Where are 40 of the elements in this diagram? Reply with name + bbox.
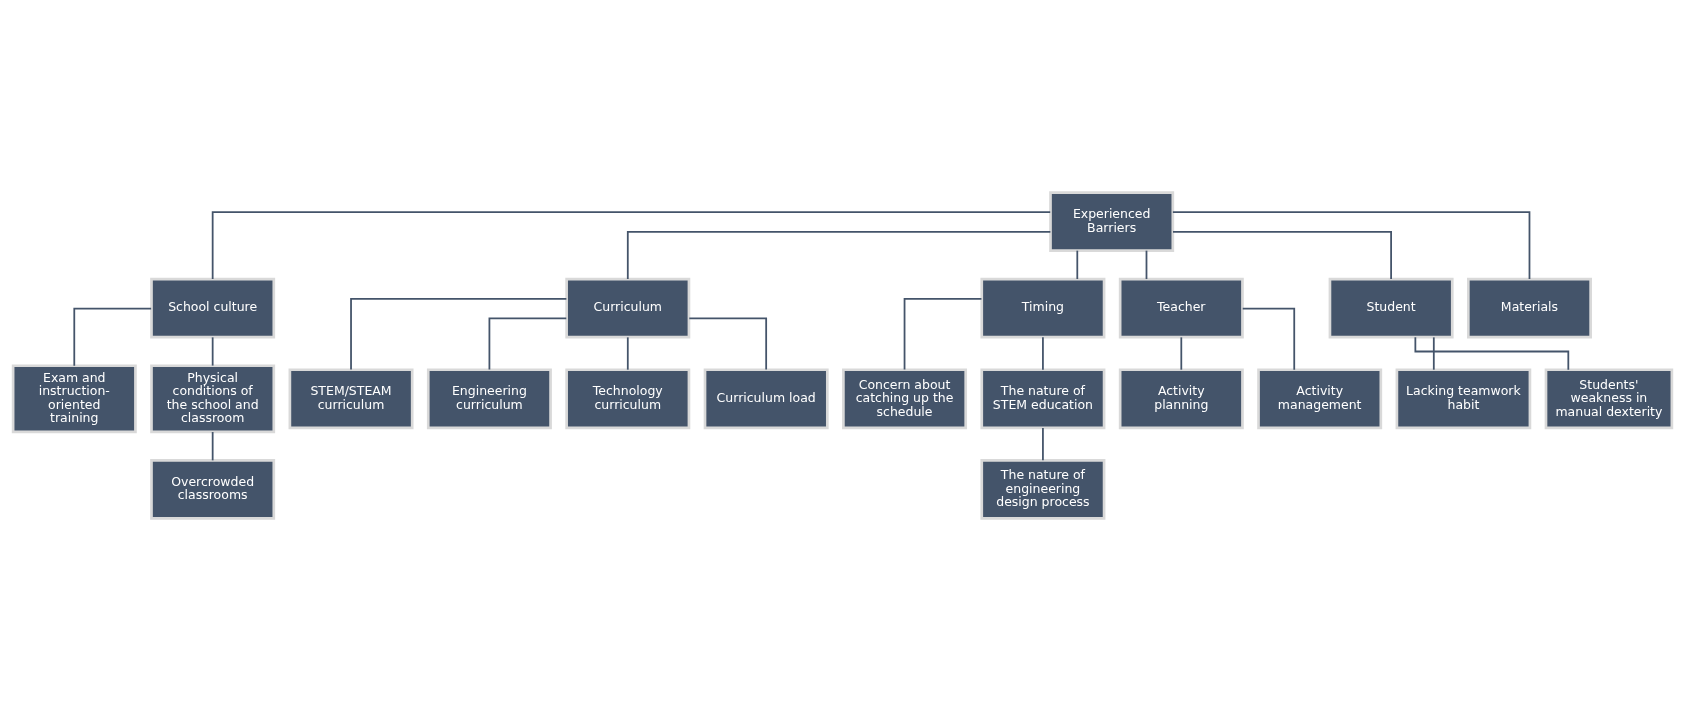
node-box: Curriculum load bbox=[703, 367, 829, 429]
connector bbox=[73, 307, 153, 367]
node-box: Timing bbox=[980, 277, 1106, 339]
node-box: School culture bbox=[150, 277, 276, 339]
connector bbox=[903, 297, 983, 370]
connector bbox=[1145, 249, 1148, 280]
node-box: Curriculum bbox=[565, 277, 691, 339]
node-box: Concern about catching up the schedule bbox=[842, 367, 968, 429]
node-box: Teacher bbox=[1118, 277, 1244, 339]
connector bbox=[688, 317, 768, 370]
connector bbox=[1042, 335, 1044, 371]
connector bbox=[1180, 335, 1183, 371]
node-box: Overcrowded classrooms bbox=[150, 458, 276, 520]
node-box: Physical conditions of the school and classroom bbox=[150, 363, 276, 433]
node-box: Exam and instruction-oriented training bbox=[11, 363, 137, 433]
connector bbox=[1042, 426, 1044, 461]
connector bbox=[211, 335, 214, 366]
node-box: Student bbox=[1328, 277, 1454, 339]
connector bbox=[1171, 210, 1531, 280]
node-box: The nature of STEM education bbox=[980, 367, 1106, 429]
connector bbox=[350, 297, 568, 370]
node-box: The nature of engineering design process bbox=[980, 458, 1106, 520]
node-box: Activity management bbox=[1257, 367, 1383, 429]
connector bbox=[211, 430, 214, 461]
node-box: Lacking teamwork habit bbox=[1395, 367, 1532, 429]
connector bbox=[1432, 335, 1435, 371]
connector bbox=[1172, 230, 1392, 280]
node-box: Students' weakness in manual dexterity bbox=[1544, 367, 1674, 429]
connector bbox=[1076, 249, 1079, 280]
connector bbox=[1241, 307, 1296, 371]
connector bbox=[626, 335, 629, 371]
connector bbox=[211, 210, 1052, 280]
connector bbox=[626, 230, 1052, 280]
node-box: STEM/STEAM curriculum bbox=[288, 367, 414, 429]
node-box: Engineering curriculum bbox=[426, 367, 552, 429]
node-box: Experienced Barriers bbox=[1049, 190, 1175, 252]
node-box: Technology curriculum bbox=[565, 367, 691, 429]
node-box: Activity planning bbox=[1118, 367, 1244, 429]
node-box: Materials bbox=[1467, 277, 1592, 339]
connector bbox=[488, 317, 568, 370]
